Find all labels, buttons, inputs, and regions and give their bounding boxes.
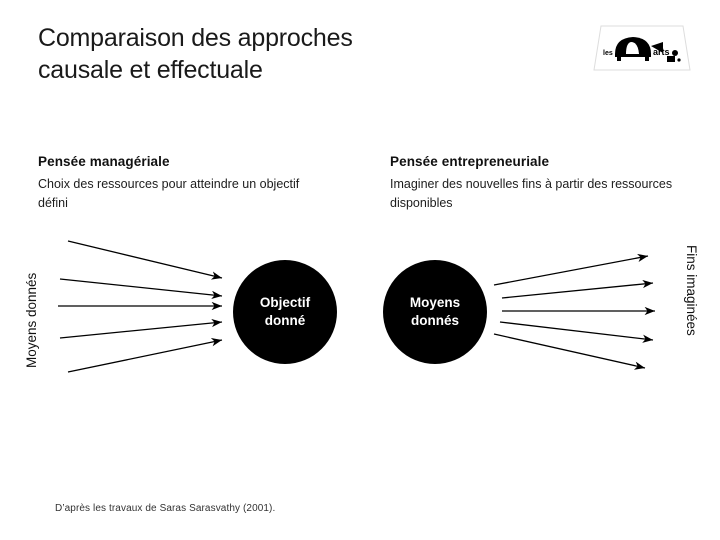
left-column-subtitle: Choix des ressources pour atteindre un o… [38, 177, 300, 211]
arrow-right-4 [499, 321, 654, 343]
right-column-heading: Pensée entrepreneuriale [390, 154, 550, 169]
right-column-subtitle: Imaginer des nouvelles fins à partir des… [390, 177, 673, 211]
node-moyens-donnes-line-2: donnés [410, 313, 459, 328]
node-moyens-donnes-line-1: Moyens [409, 295, 461, 311]
source-note: D’après les travaux de Saras Sarasvathy … [55, 503, 276, 514]
page-title: Comparaison des approches causale et eff… [38, 22, 468, 86]
node-objectif-donne-line-2: donné [264, 313, 306, 328]
arrow-left-2 [59, 278, 223, 300]
left-column-heading: Pensée managériale [38, 154, 170, 169]
page-title-line-1: Comparaison des approches [38, 24, 353, 52]
svg-text:les: les [603, 50, 613, 57]
arrow-right-2 [501, 279, 654, 299]
node-moyens-donnes: Moyens donnés [383, 260, 487, 364]
arrow-right-1 [493, 253, 649, 286]
arrow-right-5 [493, 333, 646, 370]
right-axis-label: Fins imaginées [684, 245, 699, 336]
arrow-left-5 [67, 338, 223, 373]
node-objectif-donne: Objectif donné [233, 260, 337, 364]
left-arrow-group [58, 240, 223, 373]
arrow-left-1 [67, 240, 223, 280]
node-objectif-donne-line-1: Objectif [259, 295, 311, 311]
arrow-left-4 [59, 318, 223, 339]
right-arrow-group [493, 253, 655, 370]
brand-logo-icon: les arts [593, 25, 691, 71]
page-title-line-2: causale et effectuale [38, 56, 263, 84]
left-axis-label: Moyens donnés [24, 272, 39, 368]
svg-text:arts: arts [653, 47, 670, 57]
brand-logo: les arts [593, 22, 691, 74]
